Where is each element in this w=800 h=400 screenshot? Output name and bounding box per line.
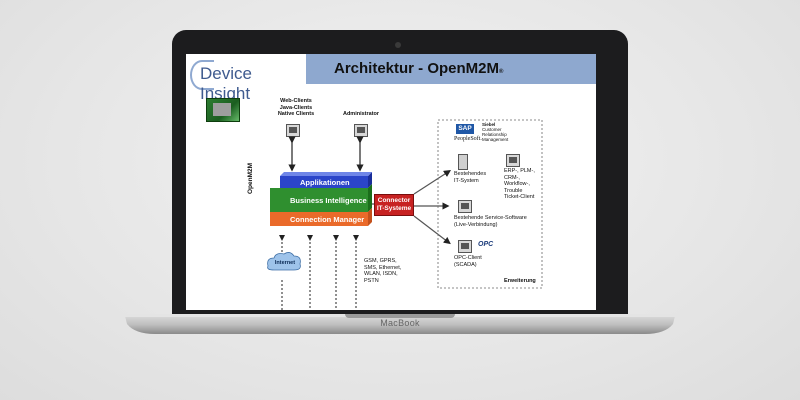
slide-title: Architektur - OpenM2M® [334, 60, 503, 77]
service-software-line-1: Bestehende Service-Software [454, 215, 527, 221]
sap-logo: SAP [456, 124, 474, 134]
opc-client-label: OPC-Client (SCADA) [454, 255, 482, 268]
service-software-line-2: (Live-Verbindung) [454, 221, 498, 228]
web-clients-label: Web-Clients [280, 98, 312, 104]
opc-logo: OPC [478, 241, 494, 248]
title-trademark: ® [499, 69, 504, 75]
siebel-line-3: Relationship [482, 132, 507, 137]
java-clients-label: Java-Clients [279, 104, 313, 111]
bestehendes-it-label: Bestehendes IT-System [454, 171, 486, 184]
screen: Device Insight Architektur - OpenM2M® We… [186, 54, 596, 310]
siebel-label: Siebel Customer Relationship Management [482, 122, 508, 142]
applikationen-label: Applikationen [300, 177, 350, 187]
connection-manager-layer: Connection Manager [270, 212, 368, 226]
logo-area: Device Insight [186, 54, 306, 103]
device-insight-logo-icon [190, 60, 214, 90]
siebel-line-1: Siebel [482, 122, 496, 127]
bestehendes-it-line-1: Bestehendes [454, 171, 487, 177]
network-line-2: SMS, Ethernet, [364, 264, 402, 271]
erp-line-1: ERP-, PLM-, [504, 168, 535, 174]
slide-title-text: Architektur - OpenM2M [334, 60, 500, 77]
diagram-arrows [267, 119, 543, 310]
connector-label-line2: IT-Systeme [376, 204, 412, 212]
business-intelligence-layer: Business Intelligence [270, 188, 368, 212]
network-line-3: WLAN, ISDN, [364, 271, 398, 277]
service-software-terminal-icon [458, 200, 472, 213]
opc-client-line-2: (SCADA) [454, 261, 477, 268]
clients-label: Web-Clients Java-Clients Native Clients [266, 98, 326, 118]
opc-terminal-icon [458, 240, 472, 253]
siebel-line-2: Customer [482, 127, 502, 132]
camera-icon [395, 42, 401, 48]
erweiterung-label: Erweiterung [504, 278, 536, 284]
administrator-label: Administrator [342, 111, 380, 117]
applikationen-layer: Applikationen [280, 176, 368, 188]
it-system-server-icon [458, 154, 468, 170]
connector-label-line1: Connector [377, 197, 411, 204]
internet-label: Internet [274, 260, 296, 266]
network-line-4: PSTN [364, 277, 379, 284]
erp-line-4: Trouble [504, 187, 523, 194]
siebel-line-4: Management [482, 137, 509, 142]
openm2m-vertical-label: OpenM2M [247, 162, 254, 194]
network-types-label: GSM, GPRS, SMS, Ethernet, WLAN, ISDN, PS… [364, 258, 401, 284]
connector-box [374, 194, 414, 216]
peoplesoft-logo: PeopleSoft. [454, 136, 482, 142]
erp-line-5: Ticket-Client [504, 194, 535, 200]
erp-terminal-icon [506, 154, 520, 167]
erp-line-3: Workflow-, [504, 181, 530, 187]
service-software-label: Bestehende Service-Software (Live-Verbin… [454, 215, 527, 228]
brand-label: MacBook [380, 318, 420, 328]
bestehendes-it-line-2: IT-System [454, 177, 479, 184]
native-clients-label: Native Clients [277, 111, 315, 117]
hinge-notch [345, 314, 455, 318]
title-bar [306, 54, 596, 84]
connection-manager-label: Connection Manager [290, 214, 365, 224]
product-box-image [206, 98, 240, 122]
business-intelligence-label: Business Intelligence [290, 195, 367, 205]
opc-client-line-1: OPC-Client [454, 255, 482, 261]
connector-label: Connector IT-Systeme [374, 197, 414, 212]
network-line-1: GSM, GPRS, [364, 258, 397, 264]
erp-line-2: CRM-, [504, 174, 520, 181]
erp-label: ERP-, PLM-, CRM-, Workflow-, Trouble Tic… [504, 168, 535, 201]
